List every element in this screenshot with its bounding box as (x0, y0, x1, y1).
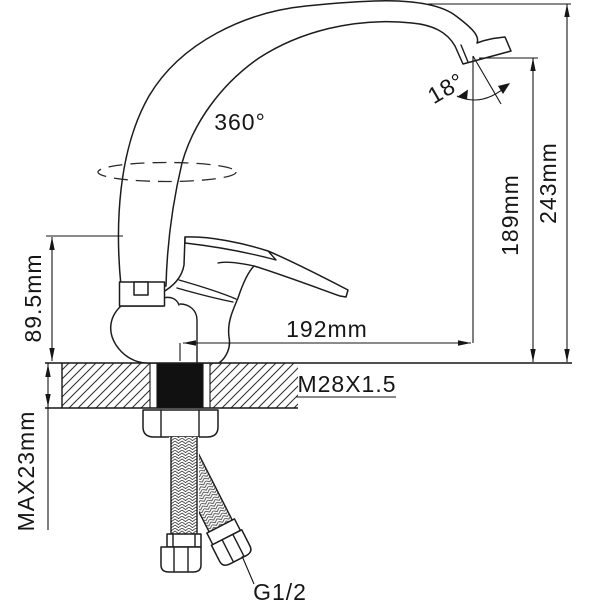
neck-collar-notch (133, 281, 149, 296)
countertop-section (45, 362, 572, 409)
faucet-body (97, 0, 512, 364)
swivel-angle-label: 360° (214, 109, 266, 135)
countertop-hatch-right (210, 363, 298, 408)
label-mount-thread: M28X1.5 (296, 371, 396, 398)
dimension-max-counter-thickness: MAX23mm (13, 363, 51, 531)
body-silhouette (109, 236, 349, 364)
hose-collar (166, 533, 202, 548)
dimension-outlet-height: 189mm (479, 57, 538, 362)
handle-underside-line (217, 261, 255, 267)
outlet-height-label: 189mm (497, 174, 523, 256)
max-counter-thickness-label: MAX23mm (13, 411, 39, 532)
base-inner-line (179, 303, 198, 363)
hose-nut (210, 529, 252, 566)
body-rim-lines (176, 279, 237, 303)
cartridge-cap-lines (184, 236, 277, 261)
hose-thread-label: G1/2 (253, 579, 307, 600)
dimension-body-height: 89.5mm (20, 235, 123, 361)
shank-washer-lines (149, 363, 211, 408)
spout-angle-label: 18° (423, 67, 469, 108)
mounting-nut (142, 409, 219, 438)
mount-thread-label: M28X1.5 (297, 371, 396, 397)
body-height-label: 89.5mm (20, 253, 46, 342)
label-hose-thread: G1/2 (241, 555, 307, 600)
hose-nut (160, 546, 202, 573)
spout-reach-label: 192mm (286, 316, 368, 342)
spout-path (117, 0, 512, 287)
threaded-shank (157, 363, 203, 408)
label-swivel-angle: 360° (214, 109, 266, 135)
dimension-spout-angle: 18° (423, 55, 510, 109)
swivel-ellipse (97, 161, 237, 183)
dimension-total-height: 243mm (428, 3, 571, 362)
dimension-spout-reach: 192mm (179, 56, 474, 361)
supply-hose-vertical (160, 436, 202, 573)
countertop-hatch-left (62, 363, 150, 408)
aerator-divider (460, 44, 469, 63)
total-height-label: 243mm (535, 142, 561, 224)
